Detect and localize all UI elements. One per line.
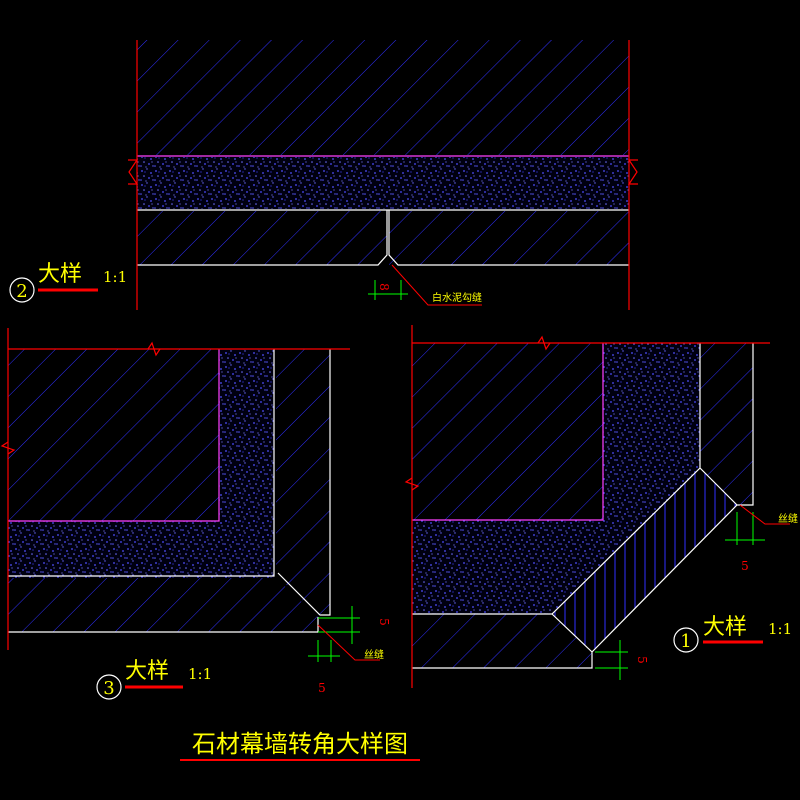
detail-1-stone-right <box>700 343 753 505</box>
detail-1-mortar-layer <box>412 343 700 614</box>
detail-1-drawing: 5 5 丝缝 <box>404 325 798 688</box>
detail-3-mortar-layer <box>8 349 274 578</box>
detail-1-number: 1 <box>680 631 691 652</box>
detail-1-stone-outline <box>412 343 754 669</box>
detail-1-wall-hatch <box>412 343 603 520</box>
detail-2-mortar-layer <box>137 157 629 209</box>
detail-1-scale: 1:1 <box>768 620 792 638</box>
detail-1-stone-bottom <box>412 614 592 668</box>
detail-3-note: 丝缝 <box>364 648 384 661</box>
detail-1-label: 1 大样 1:1 <box>673 615 792 653</box>
detail-1-break-symbol <box>404 477 420 491</box>
detail-3-dim-horizontal: 5 <box>318 681 326 695</box>
detail-2-title: 大样 <box>38 262 82 287</box>
detail-1-dim-lower: 5 <box>635 656 649 664</box>
detail-2-bubble <box>9 277 35 303</box>
detail-3-inner-corner <box>8 349 220 522</box>
detail-3-drawing: 5 5 丝缝 <box>0 328 391 695</box>
detail-3-dimension <box>308 606 380 662</box>
detail-3-stone-bottom <box>8 578 318 632</box>
detail-3-wall-hatch <box>8 349 219 521</box>
detail-2-break-symbol <box>627 159 638 185</box>
detail-2-label: 2 大样 1:1 <box>9 262 127 303</box>
detail-3-label: 3 大样 1:1 <box>96 659 212 700</box>
detail-2-dim-value: 8 <box>377 283 391 291</box>
detail-2-drawing: 8 白水泥勾缝 <box>128 40 638 310</box>
detail-2-wall-hatch <box>137 40 629 155</box>
detail-1-dimension-upper <box>725 504 790 545</box>
detail-2-number: 2 <box>16 281 27 302</box>
detail-2-stone-outline <box>137 210 629 266</box>
detail-1-title: 大样 <box>703 615 747 640</box>
detail-1-stone-diagonal <box>552 468 737 652</box>
detail-3-break-symbol <box>0 441 16 455</box>
detail-2-break-symbol <box>128 159 139 185</box>
detail-2-stone-right <box>389 211 629 265</box>
detail-3-dim-vertical: 5 <box>377 618 391 626</box>
detail-3-break-symbol <box>147 341 161 357</box>
detail-2-scale: 1:1 <box>103 268 127 286</box>
detail-2-stone-left <box>137 211 387 265</box>
detail-3-stone-right <box>276 349 330 615</box>
detail-3-bubble <box>96 674 122 700</box>
detail-2-dimension <box>368 264 482 306</box>
detail-3-number: 3 <box>103 678 114 699</box>
detail-1-dimension-lower <box>595 640 628 680</box>
detail-1-dim-upper: 5 <box>741 559 749 573</box>
drawing-title: 石材幕墙转角大样图 <box>192 730 408 758</box>
detail-3-scale: 1:1 <box>188 665 212 683</box>
detail-2-note: 白水泥勾缝 <box>432 291 482 304</box>
detail-1-break-symbol <box>537 335 551 351</box>
detail-1-bubble <box>673 627 699 653</box>
detail-3-title: 大样 <box>125 659 169 684</box>
drawing-title-block: 石材幕墙转角大样图 <box>180 730 420 761</box>
detail-1-inner-corner <box>412 343 604 521</box>
detail-1-note: 丝缝 <box>778 512 798 525</box>
